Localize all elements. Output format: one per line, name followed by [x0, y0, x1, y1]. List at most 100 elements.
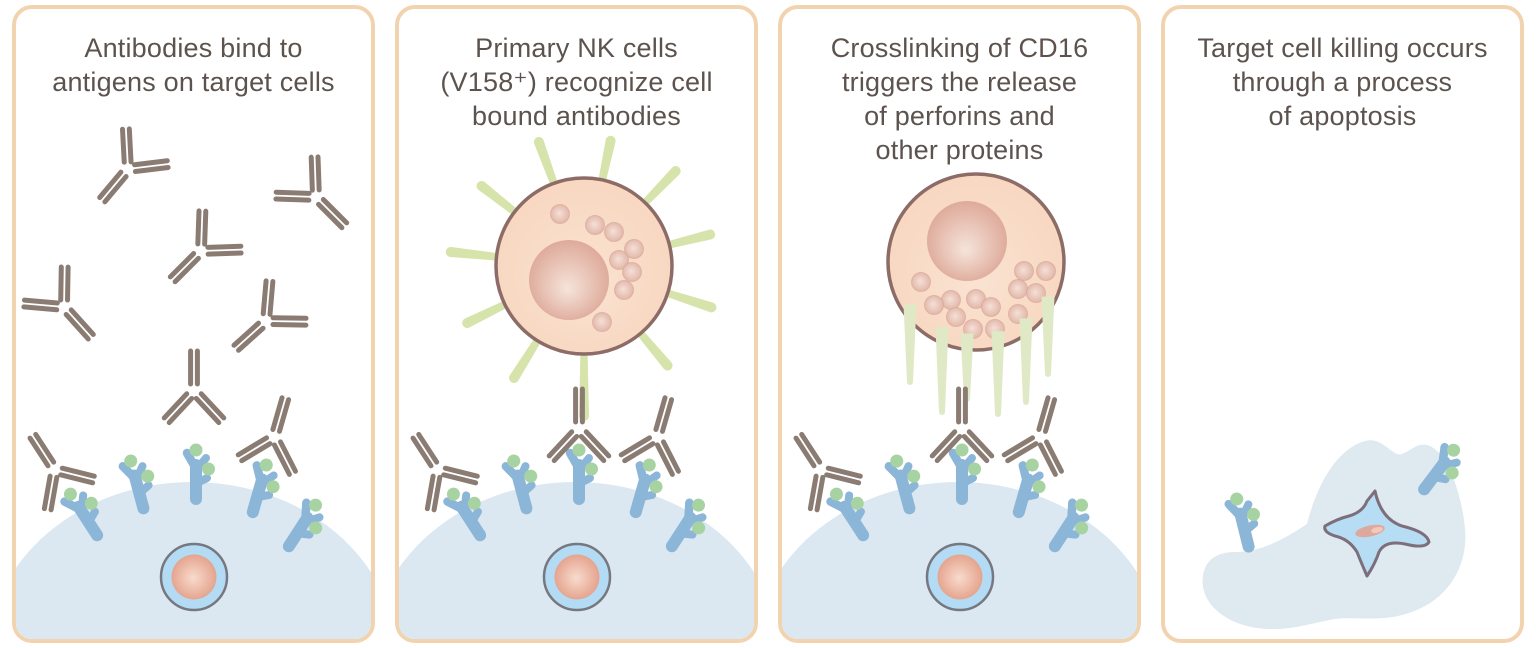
degranulation-illustration [782, 172, 1137, 639]
antigen-receptor [665, 498, 707, 553]
antibody [21, 264, 96, 342]
antigen [202, 462, 215, 476]
antibody [231, 278, 309, 353]
antigen-receptor [1012, 458, 1046, 519]
antigen [63, 487, 77, 501]
antigen-receptor [884, 454, 921, 515]
antigen [649, 480, 663, 494]
bound-antibodies [410, 386, 681, 513]
antibody [97, 126, 171, 205]
antigen-receptor [1418, 442, 1461, 496]
antigen [1447, 443, 1461, 457]
antigen [890, 454, 904, 468]
antibody [1001, 395, 1064, 477]
antigen [692, 498, 706, 512]
floating-antibodies [21, 126, 350, 426]
antigen [507, 454, 521, 468]
antigen [1075, 521, 1089, 535]
antigen [1025, 458, 1039, 472]
antigen [189, 443, 203, 457]
antigen [829, 487, 843, 501]
antigen [309, 521, 323, 535]
target-cell-nucleus [159, 542, 229, 612]
antibody [167, 208, 244, 285]
antigen [259, 458, 273, 472]
antigen [141, 469, 155, 483]
nk-nucleus [529, 240, 609, 320]
apoptotic-nucleus [1323, 489, 1431, 578]
antigen-receptor [118, 454, 155, 515]
antigen [524, 469, 538, 483]
cytotoxic-granules [911, 261, 1056, 339]
antigen [907, 469, 921, 483]
panel-illustration [399, 9, 754, 639]
antigen-receptor [443, 487, 487, 542]
antibody [27, 431, 97, 513]
antibody [410, 431, 480, 513]
antigen [467, 496, 481, 510]
panel-illustration [1165, 9, 1520, 639]
antigen [1075, 498, 1089, 512]
panel-step-4: Target cell killing occurs through a pro… [1161, 5, 1524, 643]
target-cell-nucleus [542, 542, 612, 612]
antigen-receptor [246, 458, 280, 519]
panel-step-3: Crosslinking of CD16 triggers the releas… [778, 5, 1141, 643]
antigen-receptor [60, 487, 104, 542]
cytotoxic-granules [550, 204, 644, 332]
antibody [546, 386, 612, 464]
antigen [309, 498, 323, 512]
antibody [273, 154, 350, 231]
antibody [793, 431, 863, 513]
released-perforin-spikes [903, 296, 1055, 417]
panel-title: Antibodies bind to antigens on target ce… [52, 33, 335, 98]
antigen-receptor [501, 454, 538, 515]
antigen [266, 480, 280, 494]
panel-title: Primary NK cells (V158⁺) recognize cell … [440, 33, 713, 132]
nk-recognize-illustration [399, 135, 754, 639]
antigen [968, 462, 981, 476]
antigen [1032, 480, 1046, 494]
panel-illustration [16, 9, 371, 639]
panel-step-2: Primary NK cells (V158⁺) recognize cell … [395, 5, 758, 643]
panel-illustration [782, 9, 1137, 639]
panel-title: Target cell killing occurs through a pro… [1197, 33, 1488, 132]
antigen-receptor [565, 443, 598, 505]
antigen [572, 443, 586, 457]
antibody [235, 395, 298, 477]
antibody [929, 386, 995, 464]
panel-step-1: Antibodies bind to antigens on target ce… [12, 5, 375, 643]
antibody [161, 348, 227, 426]
apoptotic-target-cell [1202, 440, 1466, 630]
antigen [692, 521, 706, 535]
antigen [642, 458, 656, 472]
antigen-receptor [1224, 492, 1260, 553]
antigen-receptor [826, 487, 870, 542]
antigen [446, 487, 460, 501]
antigen-receptor [629, 458, 663, 519]
nk-cell [445, 135, 717, 421]
apoptosis-illustration [1202, 440, 1466, 630]
antigen-receptor [948, 443, 981, 505]
antigen [1230, 492, 1244, 506]
antigen-receptor [282, 498, 324, 553]
target-cell [782, 443, 1137, 639]
antigen [84, 496, 98, 510]
bound-antibodies [27, 395, 298, 513]
antigen [124, 454, 138, 468]
target-cell [16, 443, 371, 639]
antigen [1246, 507, 1260, 521]
target-cell [399, 443, 754, 639]
antigen-receptor [1048, 498, 1090, 553]
nk-cell [886, 172, 1066, 417]
panel-title: Crosslinking of CD16 triggers the releas… [830, 33, 1089, 166]
nk-nucleus [927, 201, 1007, 281]
bound-antibodies [793, 386, 1064, 513]
antibodies-bind-illustration [16, 126, 371, 639]
antigen [850, 496, 864, 510]
antigen [1445, 466, 1459, 480]
antigen [585, 462, 598, 476]
antigen [955, 443, 969, 457]
antigen-receptor [182, 443, 215, 505]
antibody [618, 395, 681, 477]
